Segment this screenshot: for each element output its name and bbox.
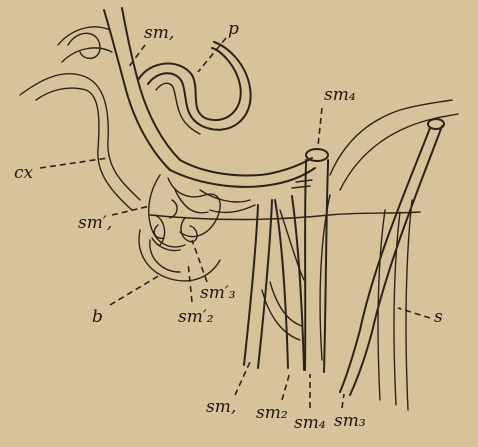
label-sm3-bottom: sm₃	[334, 411, 366, 431]
label-sm3-prime: sm′₃	[200, 283, 236, 303]
label-sm1-bottom: sm,	[206, 397, 236, 417]
label-sm2-bottom: sm₂	[256, 403, 288, 423]
label-sm1-top: sm,	[144, 23, 174, 43]
label-b: b	[92, 307, 103, 327]
label-sm4-top: sm₄	[324, 85, 356, 105]
label-sm2-prime: sm′₂	[178, 307, 214, 327]
label-cx: cx	[14, 163, 34, 183]
label-sm4-bottom: sm₄	[294, 413, 326, 433]
label-sm1-prime: sm′,	[78, 213, 112, 233]
label-s: s	[434, 307, 443, 327]
label-p: p	[228, 19, 239, 39]
